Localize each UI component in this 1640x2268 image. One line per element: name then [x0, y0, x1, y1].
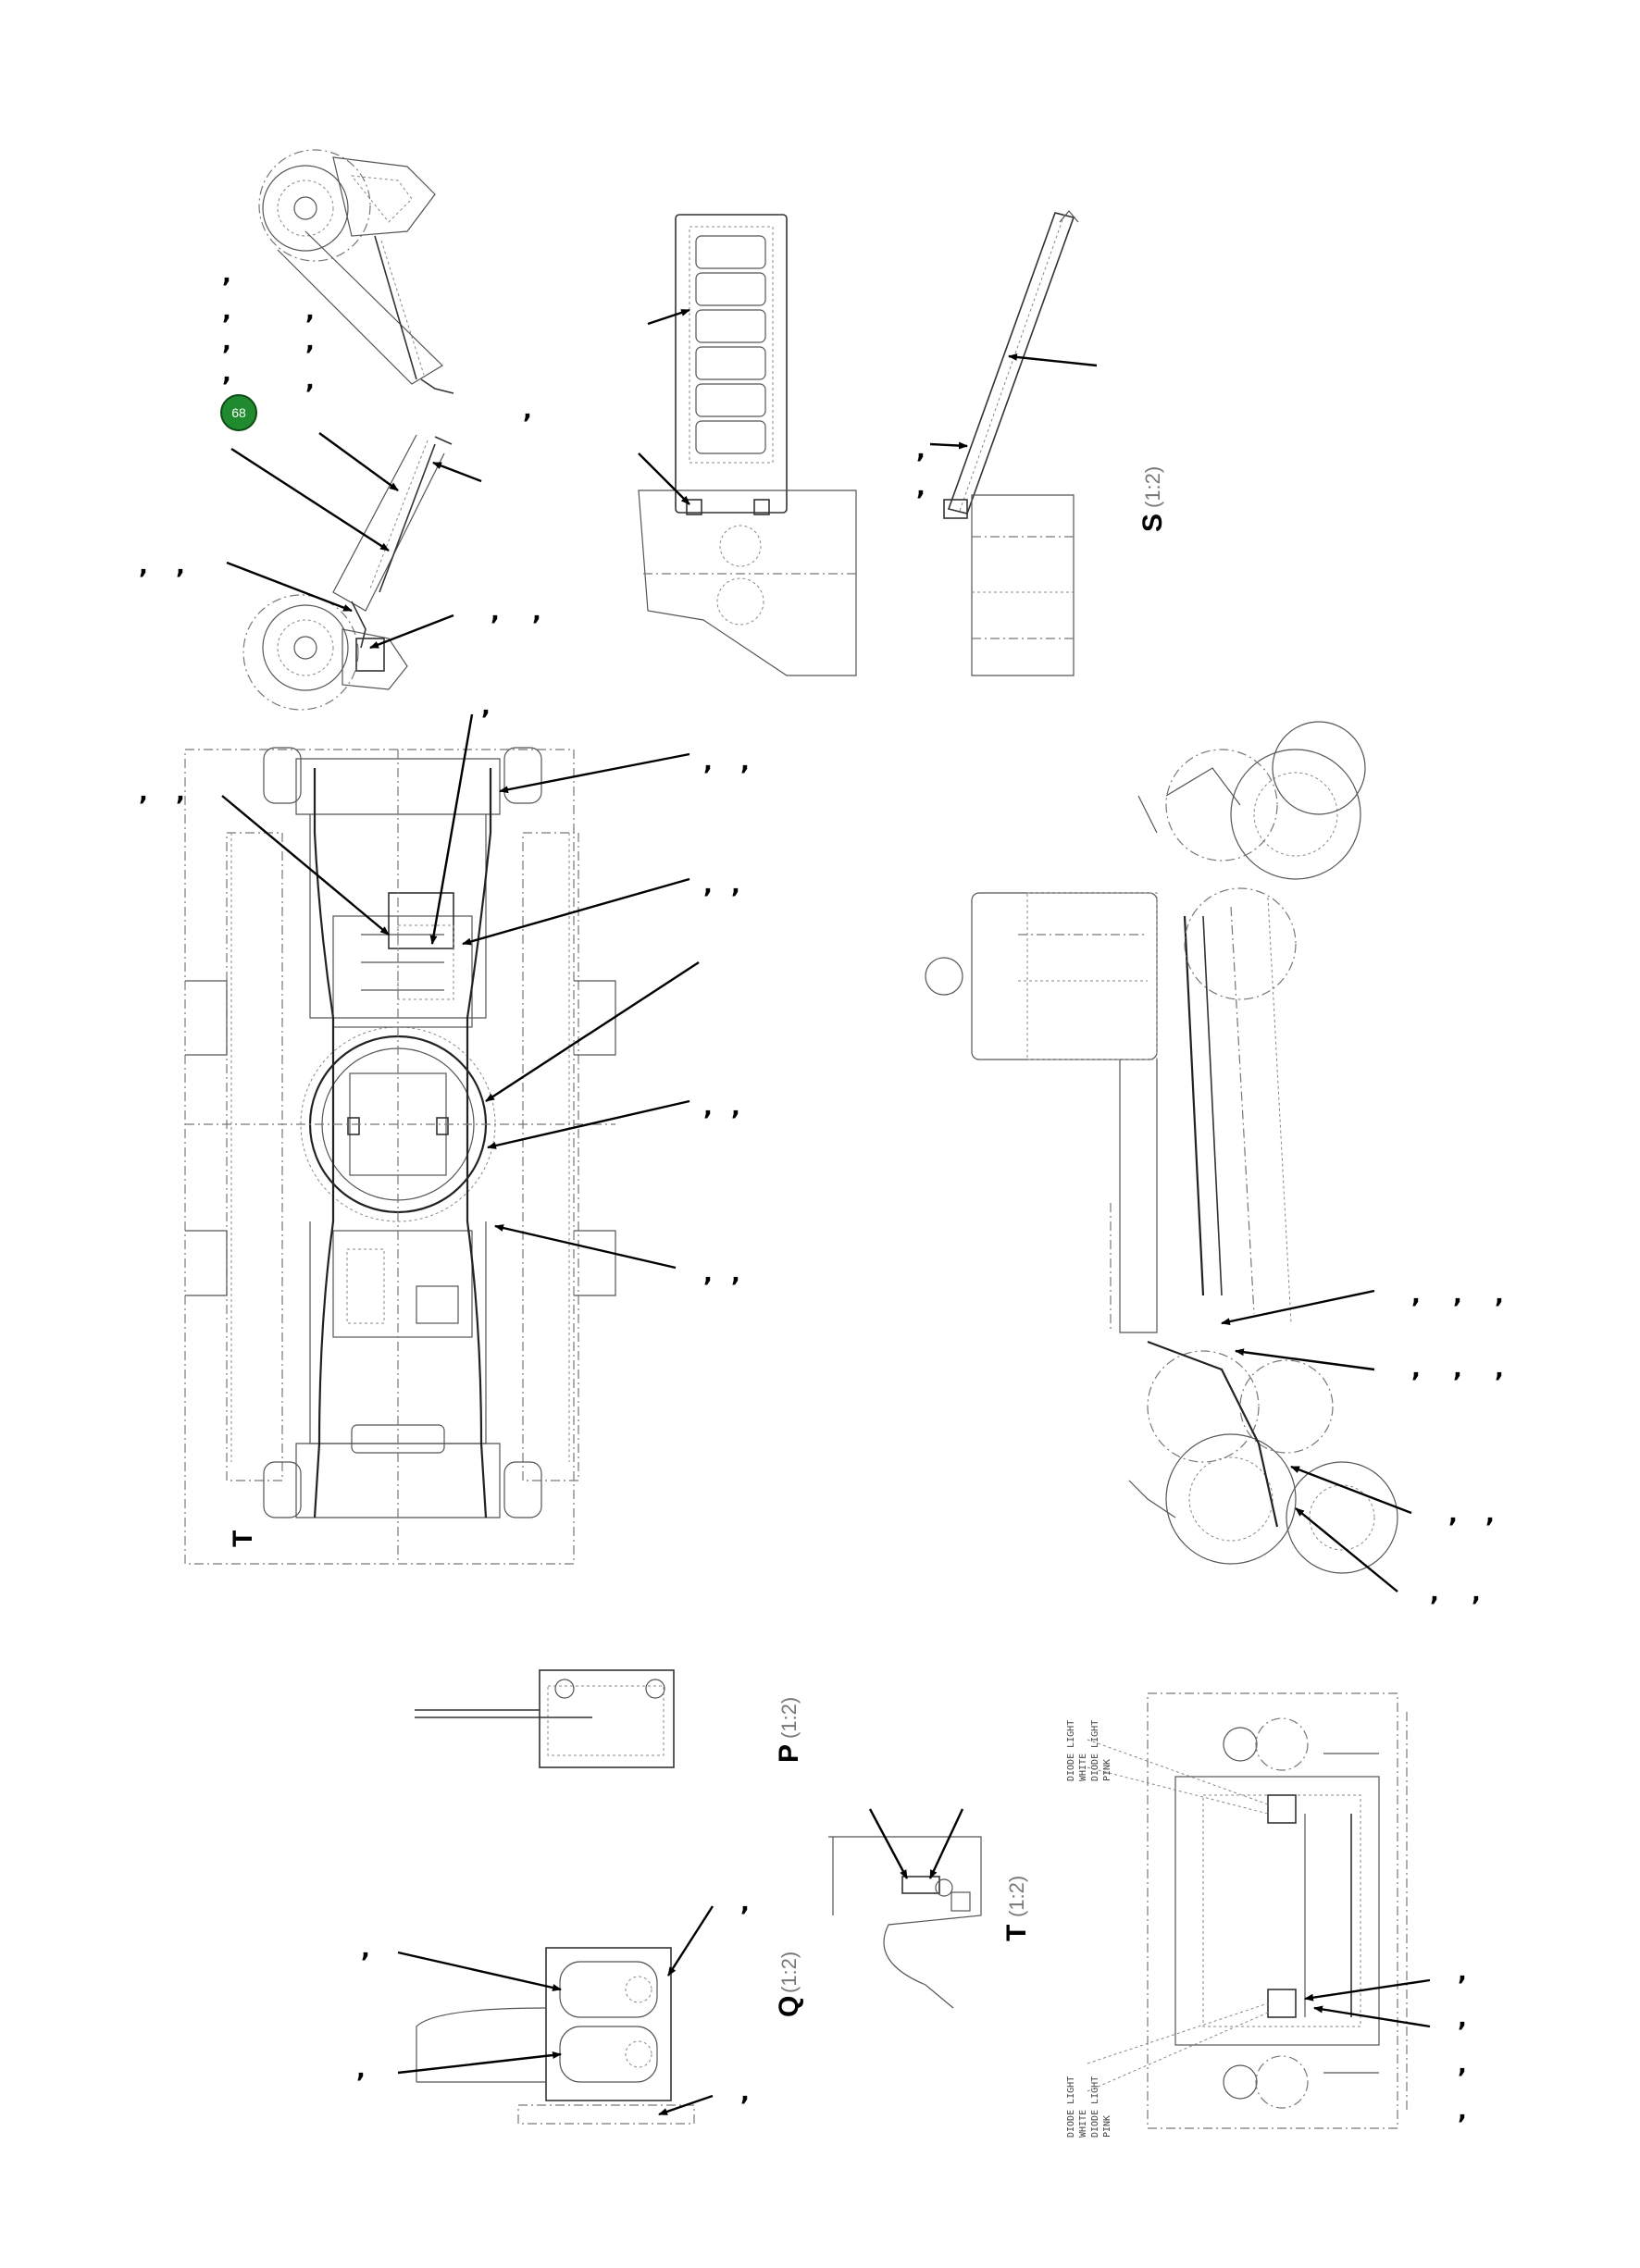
- arm-view: , ,: [916, 210, 1098, 676]
- ref-mark: ,: [1453, 1356, 1462, 1383]
- side-view-boom: [242, 149, 454, 711]
- svg-text:S: S: [1137, 514, 1168, 532]
- ref-mark: ,: [1411, 1356, 1421, 1383]
- svg-text:T: T: [228, 1531, 258, 1547]
- ref-mark: ,: [139, 779, 148, 807]
- view-p-label: P (1:2): [774, 1697, 804, 1763]
- ref-mark: ,: [1453, 1282, 1462, 1309]
- ref-mark: ,: [731, 1260, 740, 1288]
- ref-mark: ,: [740, 749, 750, 776]
- ref-mark: ,: [740, 1890, 750, 1917]
- svg-text:WHITE: WHITE: [1078, 1754, 1088, 1781]
- leader-lines-side: , , , , , , , , , ,: [1221, 1282, 1504, 1607]
- svg-text:Q: Q: [774, 1996, 804, 2017]
- svg-text:(1:2): (1:2): [1141, 466, 1164, 508]
- svg-text:T: T: [1001, 1925, 1032, 1941]
- view-q-label: Q (1:2): [774, 1952, 804, 2017]
- diode-note-lower: DIODE LIGHT WHITE DIODE LIGHT PINK: [1066, 2076, 1112, 2138]
- ref-mark: ,: [1411, 1282, 1421, 1309]
- ref-mark: ,: [305, 298, 315, 326]
- ref-mark: ,: [222, 261, 231, 289]
- leader-lines-plan: , , , , , , , , , , ,: [139, 693, 750, 1288]
- detail-view-p: [415, 1669, 675, 1768]
- svg-text:P: P: [774, 1744, 804, 1763]
- ref-mark: ,: [176, 552, 185, 580]
- leader-lines-top-left: [226, 432, 482, 650]
- diode-note-upper: DIODE LIGHT WHITE DIODE LIGHT PINK: [1066, 1720, 1112, 1781]
- svg-text:PINK: PINK: [1102, 1759, 1112, 1781]
- ref-mark: ,: [731, 1094, 740, 1122]
- detail-view-t: [828, 1808, 982, 2009]
- ref-mark: ,: [139, 552, 148, 580]
- ref-mark: ,: [481, 693, 491, 721]
- ref-mark: ,: [1485, 1501, 1495, 1529]
- ref-mark: ,: [222, 328, 231, 356]
- ref-mark: ,: [1458, 2098, 1467, 2125]
- panel-view: [638, 214, 857, 676]
- ref-mark: ,: [491, 599, 500, 626]
- svg-text:(1:2): (1:2): [777, 1697, 801, 1739]
- ref-mark: ,: [703, 749, 713, 776]
- ref-mark: ,: [305, 367, 315, 395]
- ref-mark: ,: [222, 298, 231, 326]
- view-t-label: T (1:2): [1001, 1876, 1032, 1941]
- ref-mark: ,: [1448, 1501, 1458, 1529]
- svg-text:DIODE LIGHT: DIODE LIGHT: [1090, 1720, 1100, 1781]
- ref-mark: ,: [361, 1936, 370, 1964]
- svg-text:DIODE LIGHT: DIODE LIGHT: [1090, 2076, 1100, 2138]
- ref-mark: ,: [703, 1260, 713, 1288]
- plan-view-main: [184, 747, 616, 1565]
- ref-mark: ,: [1458, 2005, 1467, 2033]
- ref-mark: ,: [176, 779, 185, 807]
- ref-mark: ,: [532, 599, 541, 626]
- ref-mark: ,: [1495, 1356, 1504, 1383]
- ref-mark: ,: [731, 872, 740, 899]
- svg-text:DIODE LIGHT: DIODE LIGHT: [1066, 1720, 1076, 1781]
- ref-mark: ,: [916, 474, 926, 502]
- ref-mark: ,: [222, 360, 231, 388]
- svg-text:(1:2): (1:2): [1005, 1876, 1028, 1917]
- ref-mark: ,: [703, 1094, 713, 1122]
- ref-mark: ,: [916, 437, 926, 465]
- ref-mark: ,: [1472, 1580, 1481, 1607]
- svg-text:WHITE: WHITE: [1078, 2110, 1088, 2138]
- ref-mark: ,: [1458, 1959, 1467, 1987]
- reference-marks-top-left: , , , , , , , , , , , ,: [139, 261, 541, 626]
- ref-mark: ,: [305, 328, 315, 356]
- svg-text:DIODE LIGHT: DIODE LIGHT: [1066, 2076, 1076, 2138]
- plan-view-label: T: [228, 1531, 258, 1547]
- side-elevation: [925, 721, 1398, 1574]
- ref-mark: ,: [703, 872, 713, 899]
- svg-text:(1:2): (1:2): [777, 1952, 801, 1993]
- ref-mark: ,: [523, 397, 532, 425]
- ref-mark: ,: [1458, 2051, 1467, 2079]
- ref-mark: ,: [1495, 1282, 1504, 1309]
- lamp-detail-view: , , , ,: [1087, 1692, 1467, 2129]
- svg-text:68: 68: [231, 405, 246, 420]
- ref-mark: ,: [740, 2079, 750, 2107]
- svg-text:PINK: PINK: [1102, 2115, 1112, 2138]
- ref-mark: ,: [1430, 1580, 1439, 1607]
- detail-view-q: , , , ,: [356, 1890, 750, 2125]
- callout-badge[interactable]: 68: [220, 394, 257, 431]
- view-s-label: S (1:2): [1137, 466, 1168, 532]
- ref-mark: ,: [356, 2056, 366, 2084]
